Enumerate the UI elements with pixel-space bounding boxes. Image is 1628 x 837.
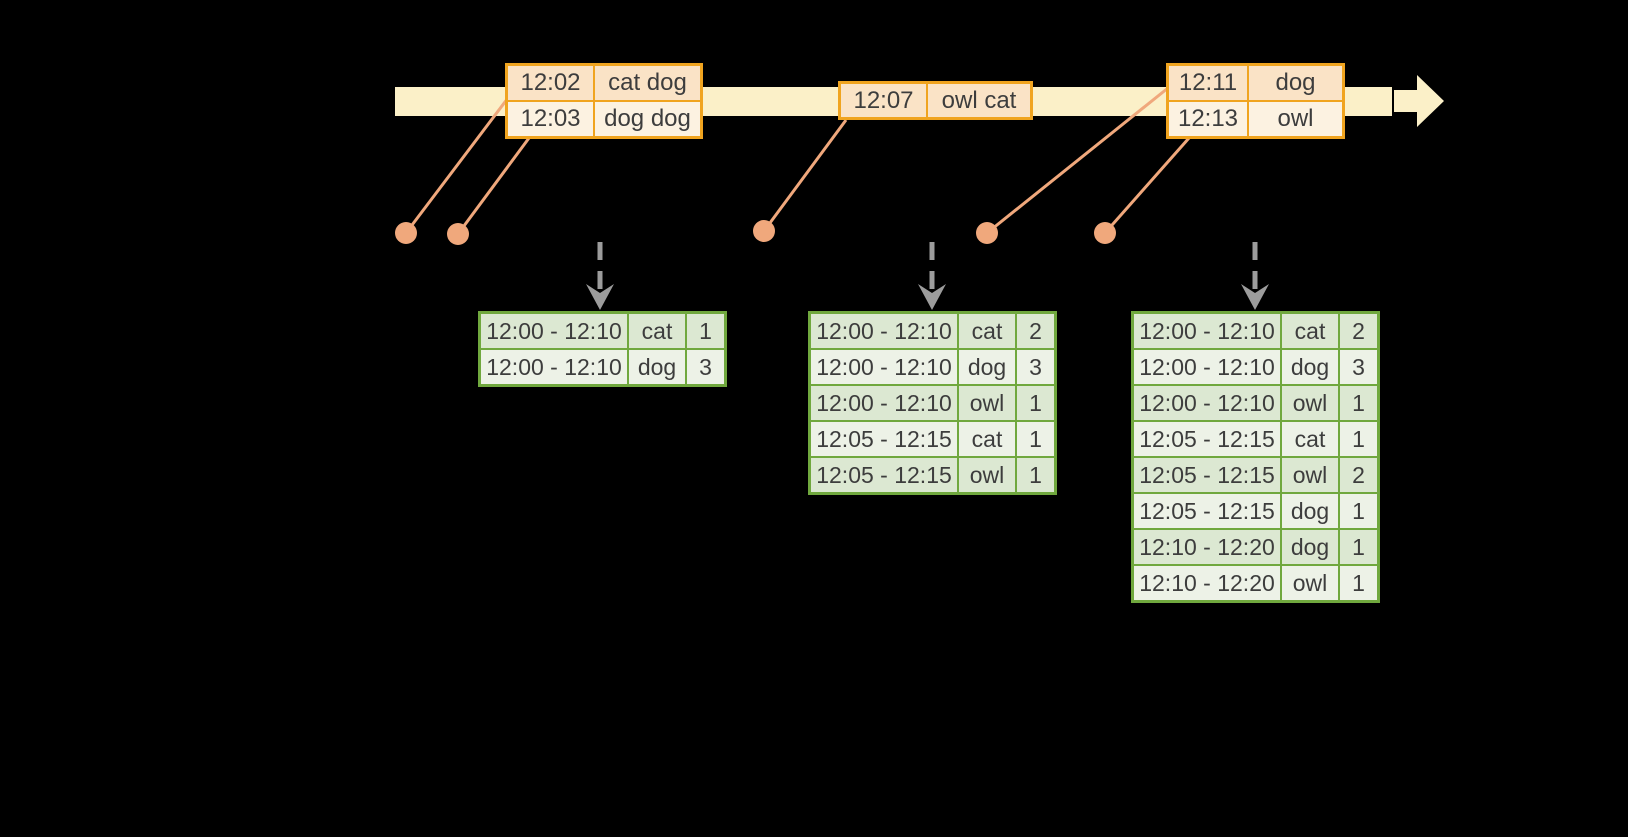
table-cell: dog	[959, 350, 1015, 384]
timeline-arrowhead-icon	[1394, 75, 1444, 127]
table-cell: 12:05 - 12:15	[1134, 422, 1280, 456]
table-cell: 1	[1340, 422, 1377, 456]
table-cell: owl cat	[928, 84, 1030, 117]
table-cell: 1	[1340, 566, 1377, 600]
table-cell: 12:05 - 12:15	[811, 458, 957, 492]
table-cell: dog dog	[595, 102, 700, 136]
table-cell: 12:10 - 12:20	[1134, 530, 1280, 564]
trigger-arrow-icon	[1241, 242, 1269, 310]
table-cell: dog	[629, 350, 685, 384]
event-dot	[1094, 222, 1116, 244]
table-cell: 12:00 - 12:10	[481, 350, 627, 384]
event-connector-line	[762, 119, 848, 232]
table-cell: cat	[1282, 314, 1338, 348]
table-cell: owl	[1282, 386, 1338, 420]
table-cell: owl	[959, 458, 1015, 492]
table-cell: 3	[687, 350, 724, 384]
event-dot	[395, 222, 417, 244]
event-connector-line	[986, 86, 1169, 235]
table-cell: 3	[1017, 350, 1054, 384]
event-dot	[753, 220, 775, 242]
table-cell: 1	[1017, 458, 1054, 492]
table-cell: 1	[1017, 422, 1054, 456]
table-cell: 12:00 - 12:10	[1134, 314, 1280, 348]
table-cell: cat	[959, 314, 1015, 348]
table-cell: 2	[1340, 314, 1377, 348]
table-cell: 12:02	[508, 66, 593, 100]
table-cell: owl	[1282, 566, 1338, 600]
table-cell: 1	[687, 314, 724, 348]
table-cell: 2	[1017, 314, 1054, 348]
table-cell: 12:11	[1169, 66, 1247, 100]
event-dot	[447, 223, 469, 245]
table-cell: 12:10 - 12:20	[1134, 566, 1280, 600]
table-cell: 12:13	[1169, 102, 1247, 136]
table-cell: 1	[1017, 386, 1054, 420]
table-cell: 1	[1340, 530, 1377, 564]
table-cell: 12:00 - 12:10	[811, 386, 957, 420]
table-cell: owl	[959, 386, 1015, 420]
event-connector-line	[1103, 137, 1191, 234]
table-cell: dog	[1282, 350, 1338, 384]
table-cell: cat	[1282, 422, 1338, 456]
table-cell: 12:03	[508, 102, 593, 136]
event-connector-line	[404, 89, 516, 234]
table-cell: 12:05 - 12:15	[811, 422, 957, 456]
table-cell: 12:07	[841, 84, 926, 117]
table-cell: cat	[629, 314, 685, 348]
trigger-arrow-icon	[918, 242, 946, 310]
table-cell: cat	[959, 422, 1015, 456]
table-cell: 3	[1340, 350, 1377, 384]
table-cell: dog	[1249, 66, 1342, 100]
table-cell: 1	[1340, 386, 1377, 420]
table-cell: 12:00 - 12:10	[1134, 386, 1280, 420]
table-cell: 12:05 - 12:15	[1134, 458, 1280, 492]
table-cell: 12:00 - 12:10	[811, 350, 957, 384]
table-cell: 12:00 - 12:10	[1134, 350, 1280, 384]
event-dot	[976, 222, 998, 244]
table-cell: 12:00 - 12:10	[481, 314, 627, 348]
trigger-arrow-icon	[586, 242, 614, 310]
table-cell: 12:00 - 12:10	[811, 314, 957, 348]
table-cell: cat dog	[595, 66, 700, 100]
table-cell: 1	[1340, 494, 1377, 528]
table-cell: 2	[1340, 458, 1377, 492]
table-cell: dog	[1282, 494, 1338, 528]
table-cell: owl	[1249, 102, 1342, 136]
table-cell: owl	[1282, 458, 1338, 492]
event-connector-line	[456, 137, 531, 235]
table-cell: dog	[1282, 530, 1338, 564]
table-cell: 12:05 - 12:15	[1134, 494, 1280, 528]
